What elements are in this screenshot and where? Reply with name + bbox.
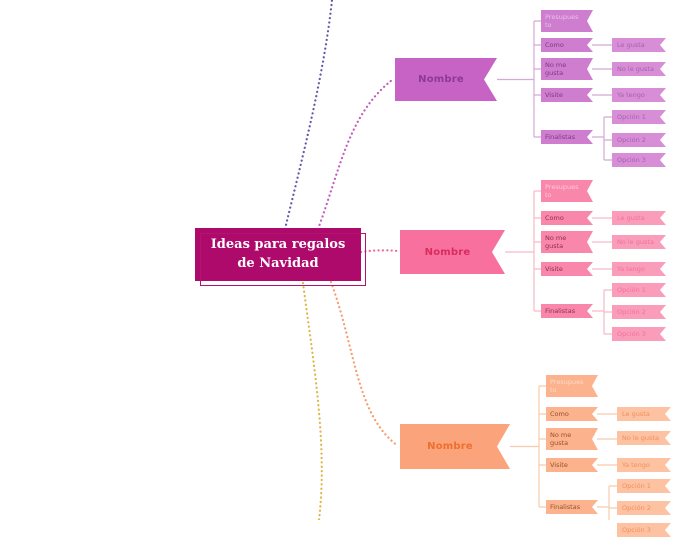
node-label: No me gusta <box>545 233 567 250</box>
node-label: Ya tengo <box>622 460 650 469</box>
branch2-ya-tengo-node[interactable]: Ya tengo <box>612 262 666 276</box>
branch1-como-node[interactable]: Como <box>541 38 593 52</box>
branch3-no-le-gusta-node[interactable]: No le gusta <box>617 431 671 445</box>
branch1-name-label: Nombre <box>418 74 464 85</box>
node-label: Opción 1 <box>617 112 646 121</box>
branch2-finalistas-node[interactable]: Finalistas <box>541 304 593 318</box>
branch1-finalistas-node[interactable]: Finalistas <box>541 130 593 144</box>
branch2-name-node[interactable]: Nombre <box>400 230 505 274</box>
branch3-finalistas-node[interactable]: Finalistas <box>546 500 598 514</box>
node-label: Visite <box>545 90 563 99</box>
node-label: Visite <box>550 460 568 469</box>
node-label: No le gusta <box>617 64 654 73</box>
node-label: No me gusta <box>545 60 567 77</box>
node-label: Opción 3 <box>617 329 646 338</box>
node-label: Presupuesto <box>545 12 579 29</box>
node-label: Opción 1 <box>622 481 651 490</box>
node-label: Finalistas <box>545 306 576 315</box>
root-node[interactable]: Ideas para regalos de Navidad <box>195 228 366 286</box>
node-label: No me gusta <box>550 430 572 447</box>
branch1-no-le-gusta-node[interactable]: No le gusta <box>612 62 666 76</box>
connector-layer <box>283 0 617 520</box>
branch2-visite-node[interactable]: Visite <box>541 262 593 276</box>
branch2-opcion-3-node[interactable]: Opción 3 <box>612 327 666 341</box>
branch1-no-me-gusta-node[interactable]: No me gusta <box>541 58 593 80</box>
branch1-le-gusta-node[interactable]: Le gusta <box>612 38 666 52</box>
branch-top-elbow-lines <box>497 20 612 161</box>
branch1-visite-node[interactable]: Visite <box>541 88 593 102</box>
branch2-presupuesto-node[interactable]: Presupuesto <box>541 180 593 202</box>
branch2-como-node[interactable]: Como <box>541 211 593 225</box>
branch1-opcion-2-node[interactable]: Opción 2 <box>612 133 666 147</box>
branch3-name-node[interactable]: Nombre <box>400 424 510 469</box>
branch-top-dotted-link <box>316 78 394 231</box>
node-label: Como <box>545 40 564 49</box>
branch2-no-me-gusta-node[interactable]: No me gusta <box>541 231 593 253</box>
branch1-opcion-1-node[interactable]: Opción 1 <box>612 110 666 124</box>
node-label: Presupuesto <box>550 377 584 394</box>
branch2-le-gusta-node[interactable]: Le gusta <box>612 211 666 225</box>
node-label: Finalistas <box>545 132 576 141</box>
offscreen-top-dotted-link <box>283 0 334 231</box>
branch1-presupuesto-node[interactable]: Presupuesto <box>541 10 593 32</box>
branch3-no-me-gusta-node[interactable]: No me gusta <box>546 428 598 450</box>
branch-middle-elbow-lines <box>505 190 612 335</box>
branch3-opcion-1-node[interactable]: Opción 1 <box>617 479 671 493</box>
branch1-name-node[interactable]: Nombre <box>395 58 497 101</box>
node-label: Le gusta <box>617 40 645 49</box>
branch2-no-le-gusta-node[interactable]: No le gusta <box>612 235 666 249</box>
branch1-ya-tengo-node[interactable]: Ya tengo <box>612 88 666 102</box>
node-label: Opción 3 <box>617 155 646 164</box>
branch3-name-label: Nombre <box>427 441 473 452</box>
branch3-opcion-3-node[interactable]: Opción 3 <box>617 523 671 537</box>
branch3-ya-tengo-node[interactable]: Ya tengo <box>617 458 671 472</box>
node-label: Como <box>545 213 564 222</box>
node-label: Finalistas <box>550 502 581 511</box>
branch2-opcion-1-node[interactable]: Opción 1 <box>612 283 666 297</box>
node-label: No le gusta <box>617 237 654 246</box>
node-label: Le gusta <box>617 213 645 222</box>
node-label: Opción 1 <box>617 285 646 294</box>
offscreen-bottom-dotted-link <box>301 281 323 520</box>
node-label: Opción 2 <box>617 135 646 144</box>
mindmap-canvas: Ideas para regalos de Navidad Nombre Pre… <box>195 0 697 520</box>
node-label: Opción 2 <box>617 307 646 316</box>
branch3-opcion-2-node[interactable]: Opción 2 <box>617 501 671 515</box>
node-label: Como <box>550 409 569 418</box>
branch3-presupuesto-node[interactable]: Presupuesto <box>546 375 598 397</box>
branch2-name-label: Nombre <box>424 246 471 258</box>
node-label: Presupuesto <box>545 182 579 199</box>
node-label: Le gusta <box>622 409 650 418</box>
branch-bottom-dotted-link <box>329 280 400 448</box>
branch2-opcion-2-node[interactable]: Opción 2 <box>612 305 666 319</box>
branch3-le-gusta-node[interactable]: Le gusta <box>617 407 671 421</box>
node-label: Ya tengo <box>617 90 645 99</box>
branch-bottom-elbow-lines <box>510 385 617 520</box>
branch3-como-node[interactable]: Como <box>546 407 598 421</box>
node-label: Visite <box>545 264 563 273</box>
node-label: Opción 2 <box>622 503 651 512</box>
node-label: No le gusta <box>622 433 659 442</box>
node-label: Opción 3 <box>622 525 651 534</box>
branch-middle-dotted-link <box>359 249 401 254</box>
branch1-opcion-3-node[interactable]: Opción 3 <box>612 153 666 167</box>
root-node-label: Ideas para regalos de Navidad <box>210 237 346 271</box>
node-label: Ya tengo <box>617 264 645 273</box>
branch3-visite-node[interactable]: Visite <box>546 458 598 472</box>
